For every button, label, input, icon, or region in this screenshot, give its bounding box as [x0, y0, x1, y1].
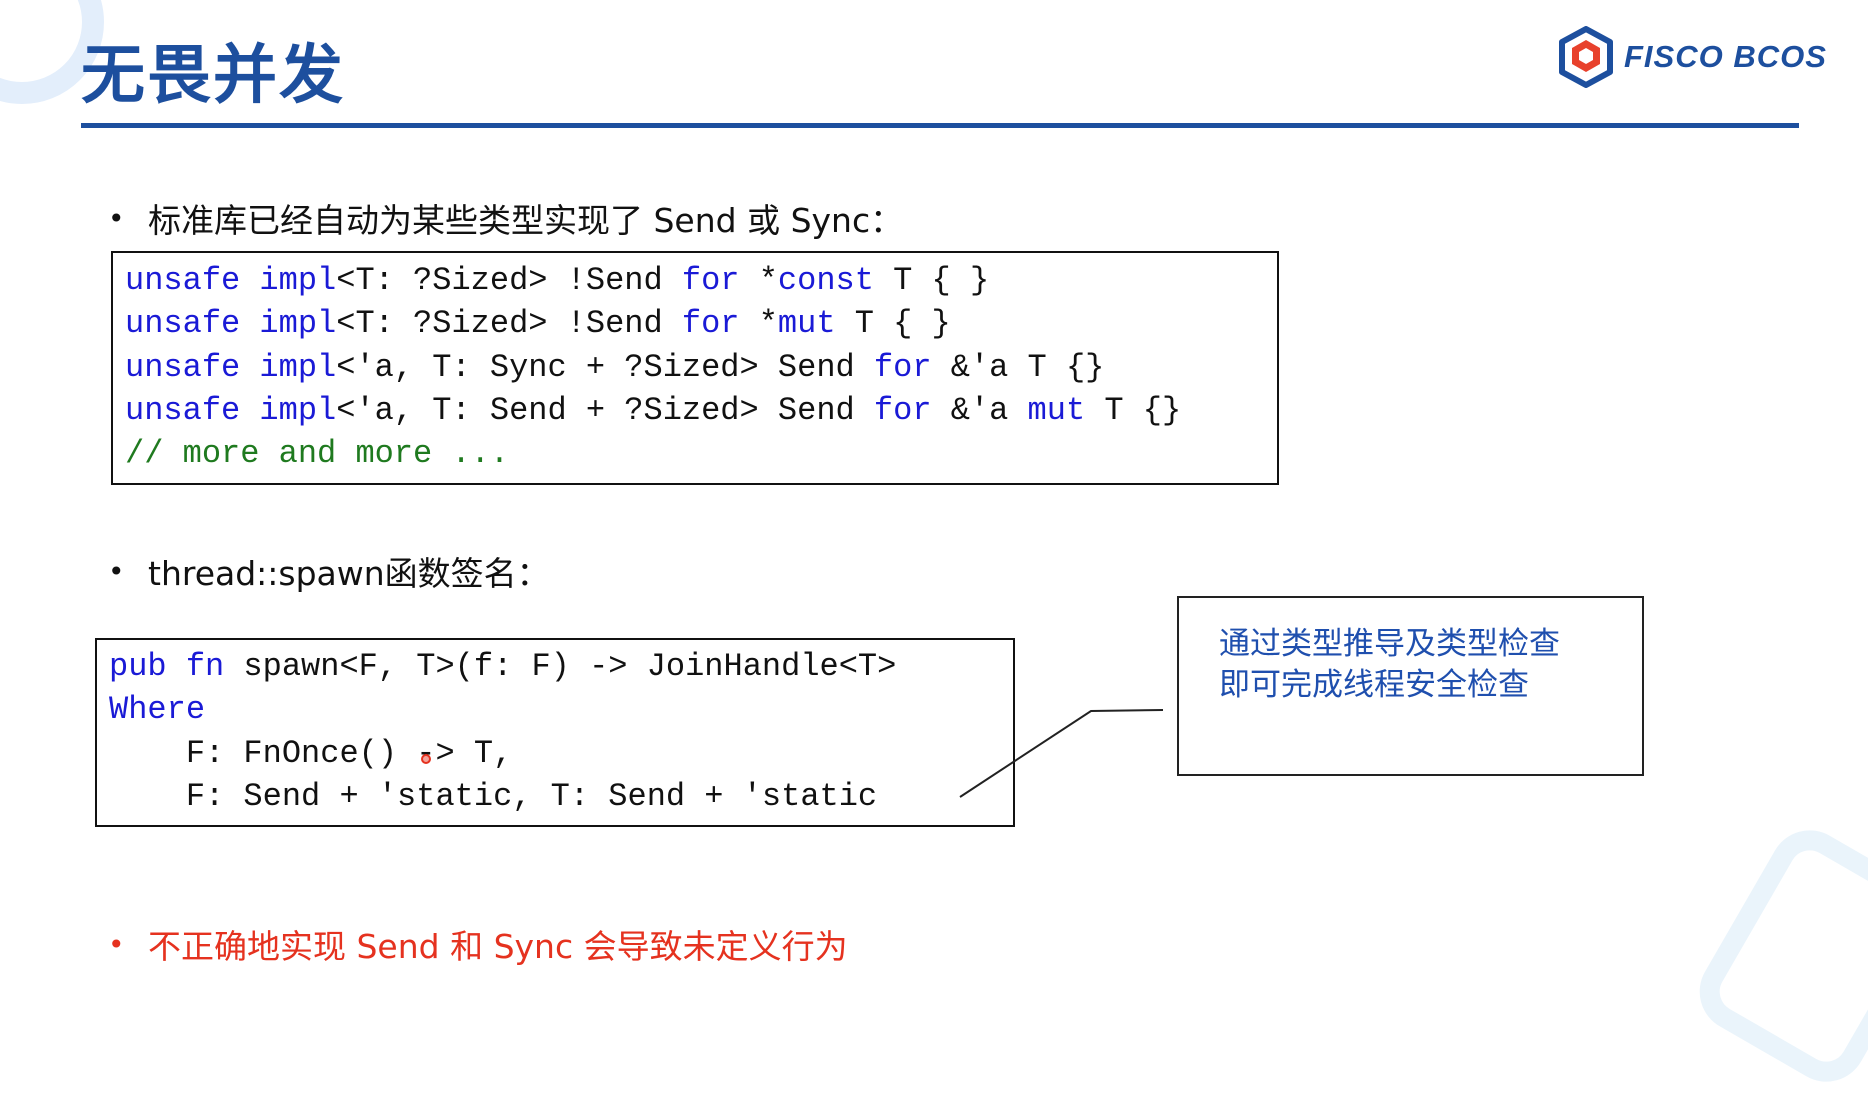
code-line: F: Send + 'static, T: Send + 'static — [109, 777, 878, 815]
code-line: unsafe impl<T: ?Sized> !Send for *const … — [125, 263, 989, 299]
code-text: &'a — [931, 391, 1028, 429]
code-text: <'a, T: Sync + ?Sized> Send — [336, 348, 874, 386]
laser-pointer-icon — [421, 754, 431, 764]
code-text: T { } — [835, 305, 951, 343]
bullet-dot-icon: • — [108, 201, 125, 235]
hexagon-logo-icon — [1559, 26, 1613, 88]
code-text: T { } — [873, 262, 990, 299]
code-line: unsafe impl<'a, T: Sync + ?Sized> Send f… — [125, 348, 1105, 386]
code-keyword: unsafe impl — [125, 391, 337, 429]
bullet-std-impls: • 标准库已经自动为某些类型实现了 Send 或 Sync： — [108, 194, 903, 242]
code-text: <'a, T: Send + ?Sized> Send — [336, 391, 874, 429]
code-keyword: pub fn — [109, 648, 225, 685]
code-text: T {} — [1085, 391, 1182, 429]
code-keyword: mut — [777, 305, 836, 343]
bullet-warning: • 不正确地实现 Send 和 Sync 会导致未定义行为 — [108, 920, 848, 968]
code-keyword: const — [777, 262, 874, 299]
code-line: pub fn spawn<F, T>(f: F) -> JoinHandle<T… — [109, 649, 896, 685]
callout-connector — [959, 709, 1164, 798]
code-keyword: for — [681, 305, 740, 343]
callout-text: 通过类型推导及类型检查即可完成线程安全检查 — [1219, 626, 1560, 703]
slide-title: 无畏并发 — [81, 39, 345, 113]
code-keyword: unsafe impl — [125, 348, 337, 386]
code-line: unsafe impl<T: ?Sized> !Send for *mut T … — [125, 306, 951, 342]
bullet-text: thread::spawn函数签名： — [148, 554, 550, 593]
code-text: F: Send + 'static, T: Send + 'static — [109, 777, 878, 815]
fisco-bcos-logo: FISCO BCOS — [1558, 26, 1827, 88]
bullet-dot-icon: • — [108, 554, 125, 588]
code-text: <T: ?Sized> !Send — [336, 305, 682, 343]
code-block-spawn: pub fn spawn<F, T>(f: F) -> JoinHandle<T… — [95, 638, 1015, 827]
code-text: F: FnOnce() -> T, — [109, 734, 513, 772]
code-keyword: for — [873, 348, 932, 386]
bullet-text: 不正确地实现 Send 和 Sync 会导致未定义行为 — [148, 927, 848, 966]
title-underline — [81, 123, 1799, 128]
code-text: * — [739, 305, 778, 343]
code-keyword: Where — [109, 691, 206, 729]
code-comment: // more and more ... — [125, 435, 510, 473]
code-text: &'a T {} — [931, 348, 1105, 386]
code-keyword: mut — [1027, 391, 1086, 429]
bullet-spawn-signature: • thread::spawn函数签名： — [108, 547, 550, 595]
logo-text: FISCO BCOS — [1624, 39, 1827, 74]
callout-box: 通过类型推导及类型检查即可完成线程安全检查 — [1177, 596, 1644, 776]
code-keyword: for — [873, 391, 932, 429]
code-text: spawn<F, T>(f: F) -> JoinHandle<T> — [224, 648, 897, 685]
code-line: F: FnOnce() -> T, — [109, 734, 513, 772]
bullet-dot-icon: • — [108, 927, 125, 961]
code-line: unsafe impl<'a, T: Send + ?Sized> Send f… — [125, 391, 1182, 429]
code-keyword: unsafe impl — [125, 305, 337, 343]
code-line: // more and more ... — [125, 436, 509, 472]
bullet-text: 标准库已经自动为某些类型实现了 Send 或 Sync： — [148, 201, 904, 240]
code-keyword: unsafe impl — [125, 262, 337, 299]
code-keyword: for — [681, 262, 740, 299]
code-text: <T: ?Sized> !Send — [336, 262, 682, 299]
code-block-std-impls: unsafe impl<T: ?Sized> !Send for *const … — [111, 251, 1279, 485]
code-line: Where — [109, 692, 205, 728]
code-text: * — [739, 262, 778, 299]
